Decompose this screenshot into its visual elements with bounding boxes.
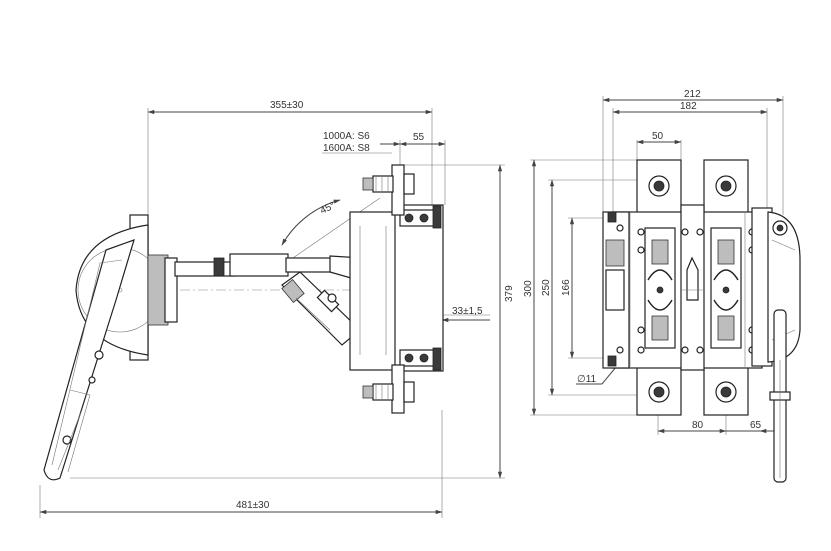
dim-300: 300 <box>523 280 534 297</box>
dim-50: 50 <box>652 131 664 142</box>
dim-45: 45° <box>319 200 337 216</box>
dim-80: 80 <box>692 420 704 431</box>
dim-166: 166 <box>561 279 572 296</box>
dim-55: 55 <box>413 132 425 143</box>
dim-1000a: 1000A: S6 <box>323 131 370 142</box>
dim-212: 212 <box>684 89 701 100</box>
dim-355: 355±30 <box>270 100 304 111</box>
dim-250: 250 <box>541 279 552 296</box>
dim-481: 481±30 <box>236 500 270 511</box>
side-view: 355±30 481±30 1000A: S6 1600A: S8 55 379… <box>39 100 515 518</box>
dim-1600a: 1600A: S8 <box>323 143 370 154</box>
dim-33: 33±1,5 <box>452 306 483 317</box>
dim-379: 379 <box>504 285 515 302</box>
front-view: 212 182 50 300 250 166 ∅11 80 65 <box>523 89 801 483</box>
dim-182: 182 <box>680 101 697 112</box>
dim-65: 65 <box>750 420 762 431</box>
dim-d11: ∅11 <box>577 374 597 385</box>
